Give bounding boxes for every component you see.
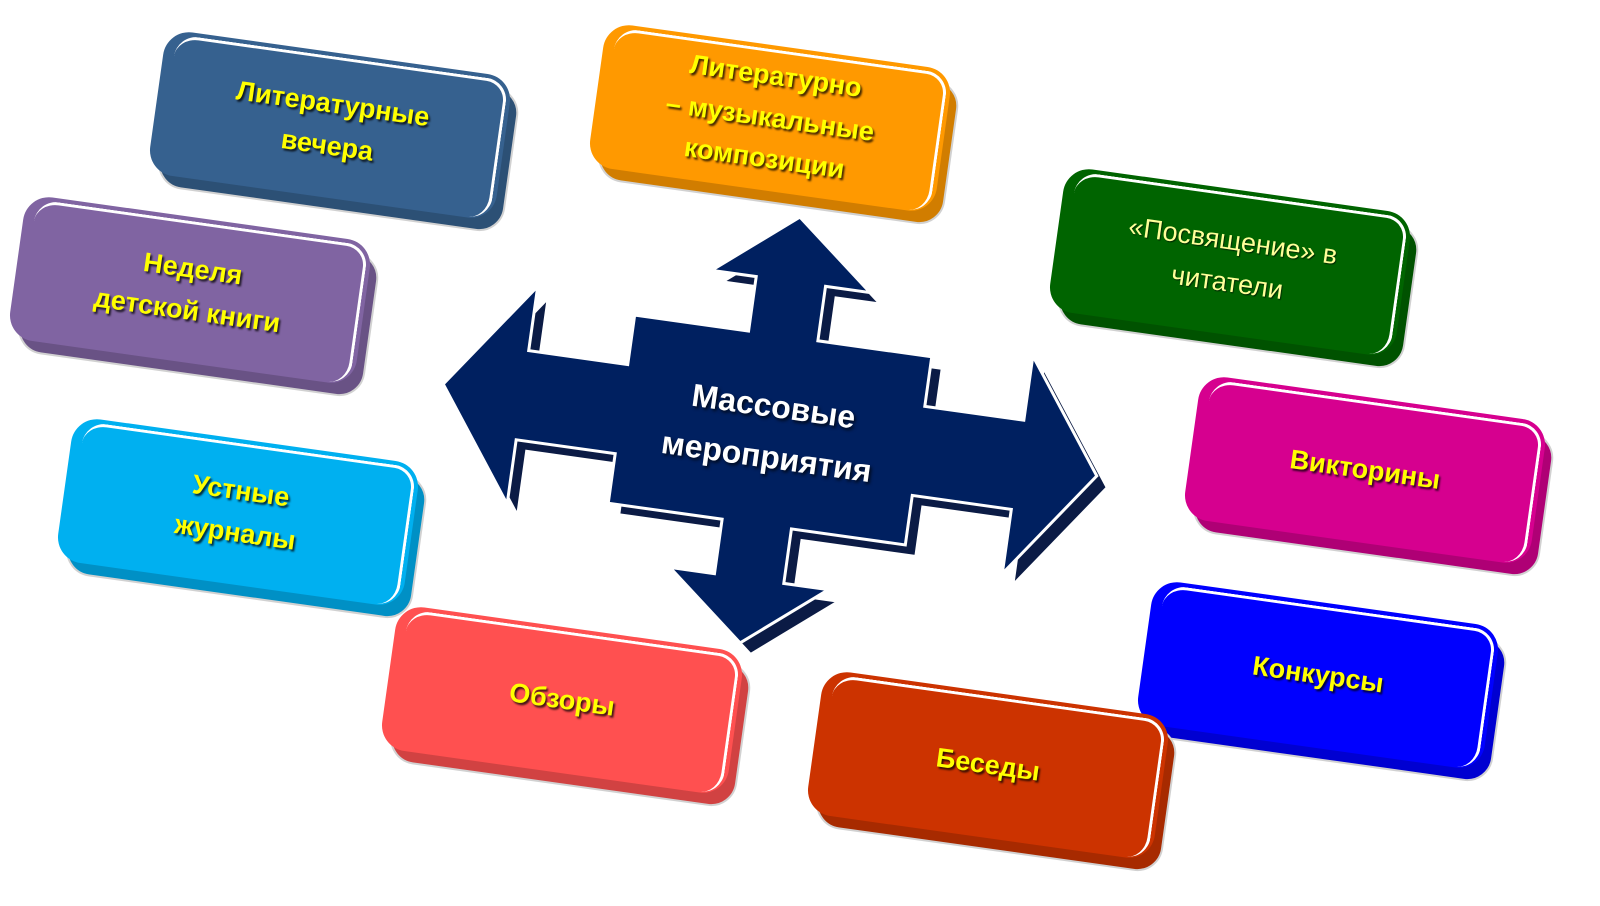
box-label: Беседы (933, 737, 1042, 793)
box-label-line: Обзоры (507, 676, 617, 722)
box-label: Обзоры (507, 672, 618, 728)
arrow-face (441, 215, 1099, 645)
box-label-line: Викторины (1288, 443, 1443, 495)
box-label-line: Беседы (934, 741, 1042, 787)
box-label: Конкурсы (1250, 645, 1387, 705)
box-label: Викторины (1287, 439, 1443, 502)
box-label-line: Конкурсы (1250, 650, 1386, 699)
